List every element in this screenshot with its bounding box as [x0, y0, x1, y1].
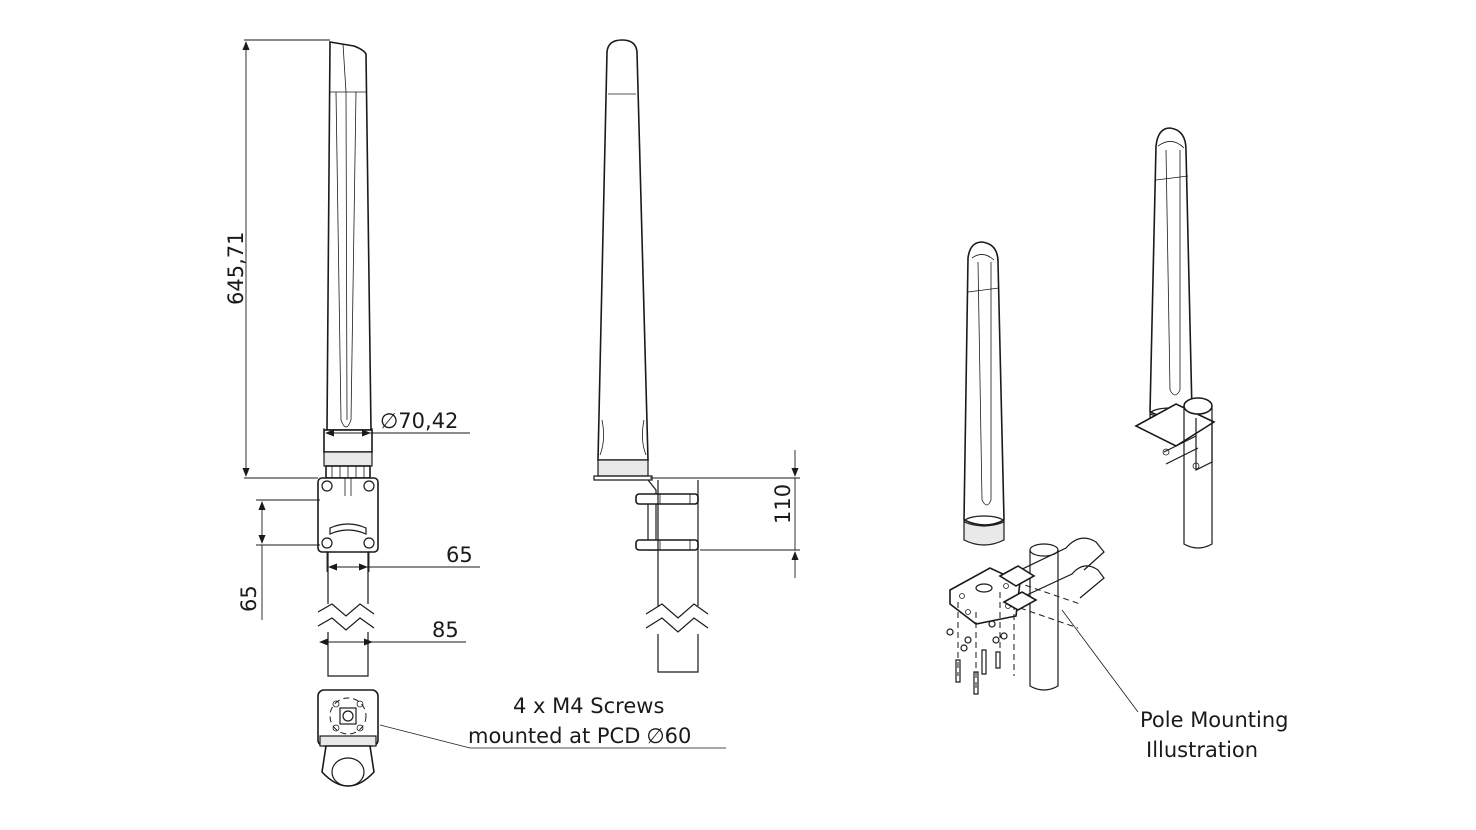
side-view: 110	[593, 39, 800, 673]
front-bracket-plate	[317, 477, 379, 553]
mount-spacing-label: 110	[771, 484, 795, 524]
screws-note-line1: 4 x M4 Screws	[513, 694, 664, 718]
side-pole	[657, 480, 699, 606]
exploded-isometric-view: Pole Mounting Illustration	[946, 241, 1289, 762]
bottom-pole-clamp	[321, 745, 375, 787]
diameter-dimension-label: ∅70,42	[380, 409, 458, 433]
iso-screws	[946, 592, 1015, 695]
screws-note-line2: mounted at PCD∅60	[468, 724, 691, 748]
pole-width-label: 85	[432, 618, 459, 642]
iso-radome-exploded	[963, 241, 1005, 526]
assembled-isometric-view	[1134, 127, 1216, 549]
pole-mounting-label-line2: Illustration	[1146, 738, 1258, 762]
front-pole	[327, 552, 369, 604]
bracket-width-label: 65	[446, 543, 473, 567]
iso-pole-exploded	[1029, 550, 1059, 691]
iso-radome-assembled	[1149, 127, 1193, 418]
front-radome	[326, 41, 372, 431]
bracket-height-label: 65	[237, 585, 261, 612]
front-view: 645,71 ∅70,42 65 65 85	[224, 39, 480, 677]
iso-pole-assembled	[1183, 408, 1213, 549]
side-base	[597, 459, 649, 477]
iso-bracket	[949, 567, 1021, 625]
side-radome	[597, 39, 649, 461]
bottom-view: 4 x M4 Screws mounted at PCD∅60	[317, 689, 726, 787]
pole-mounting-label-line1: Pole Mounting	[1140, 708, 1289, 732]
height-dimension-label: 645,71	[224, 232, 248, 305]
